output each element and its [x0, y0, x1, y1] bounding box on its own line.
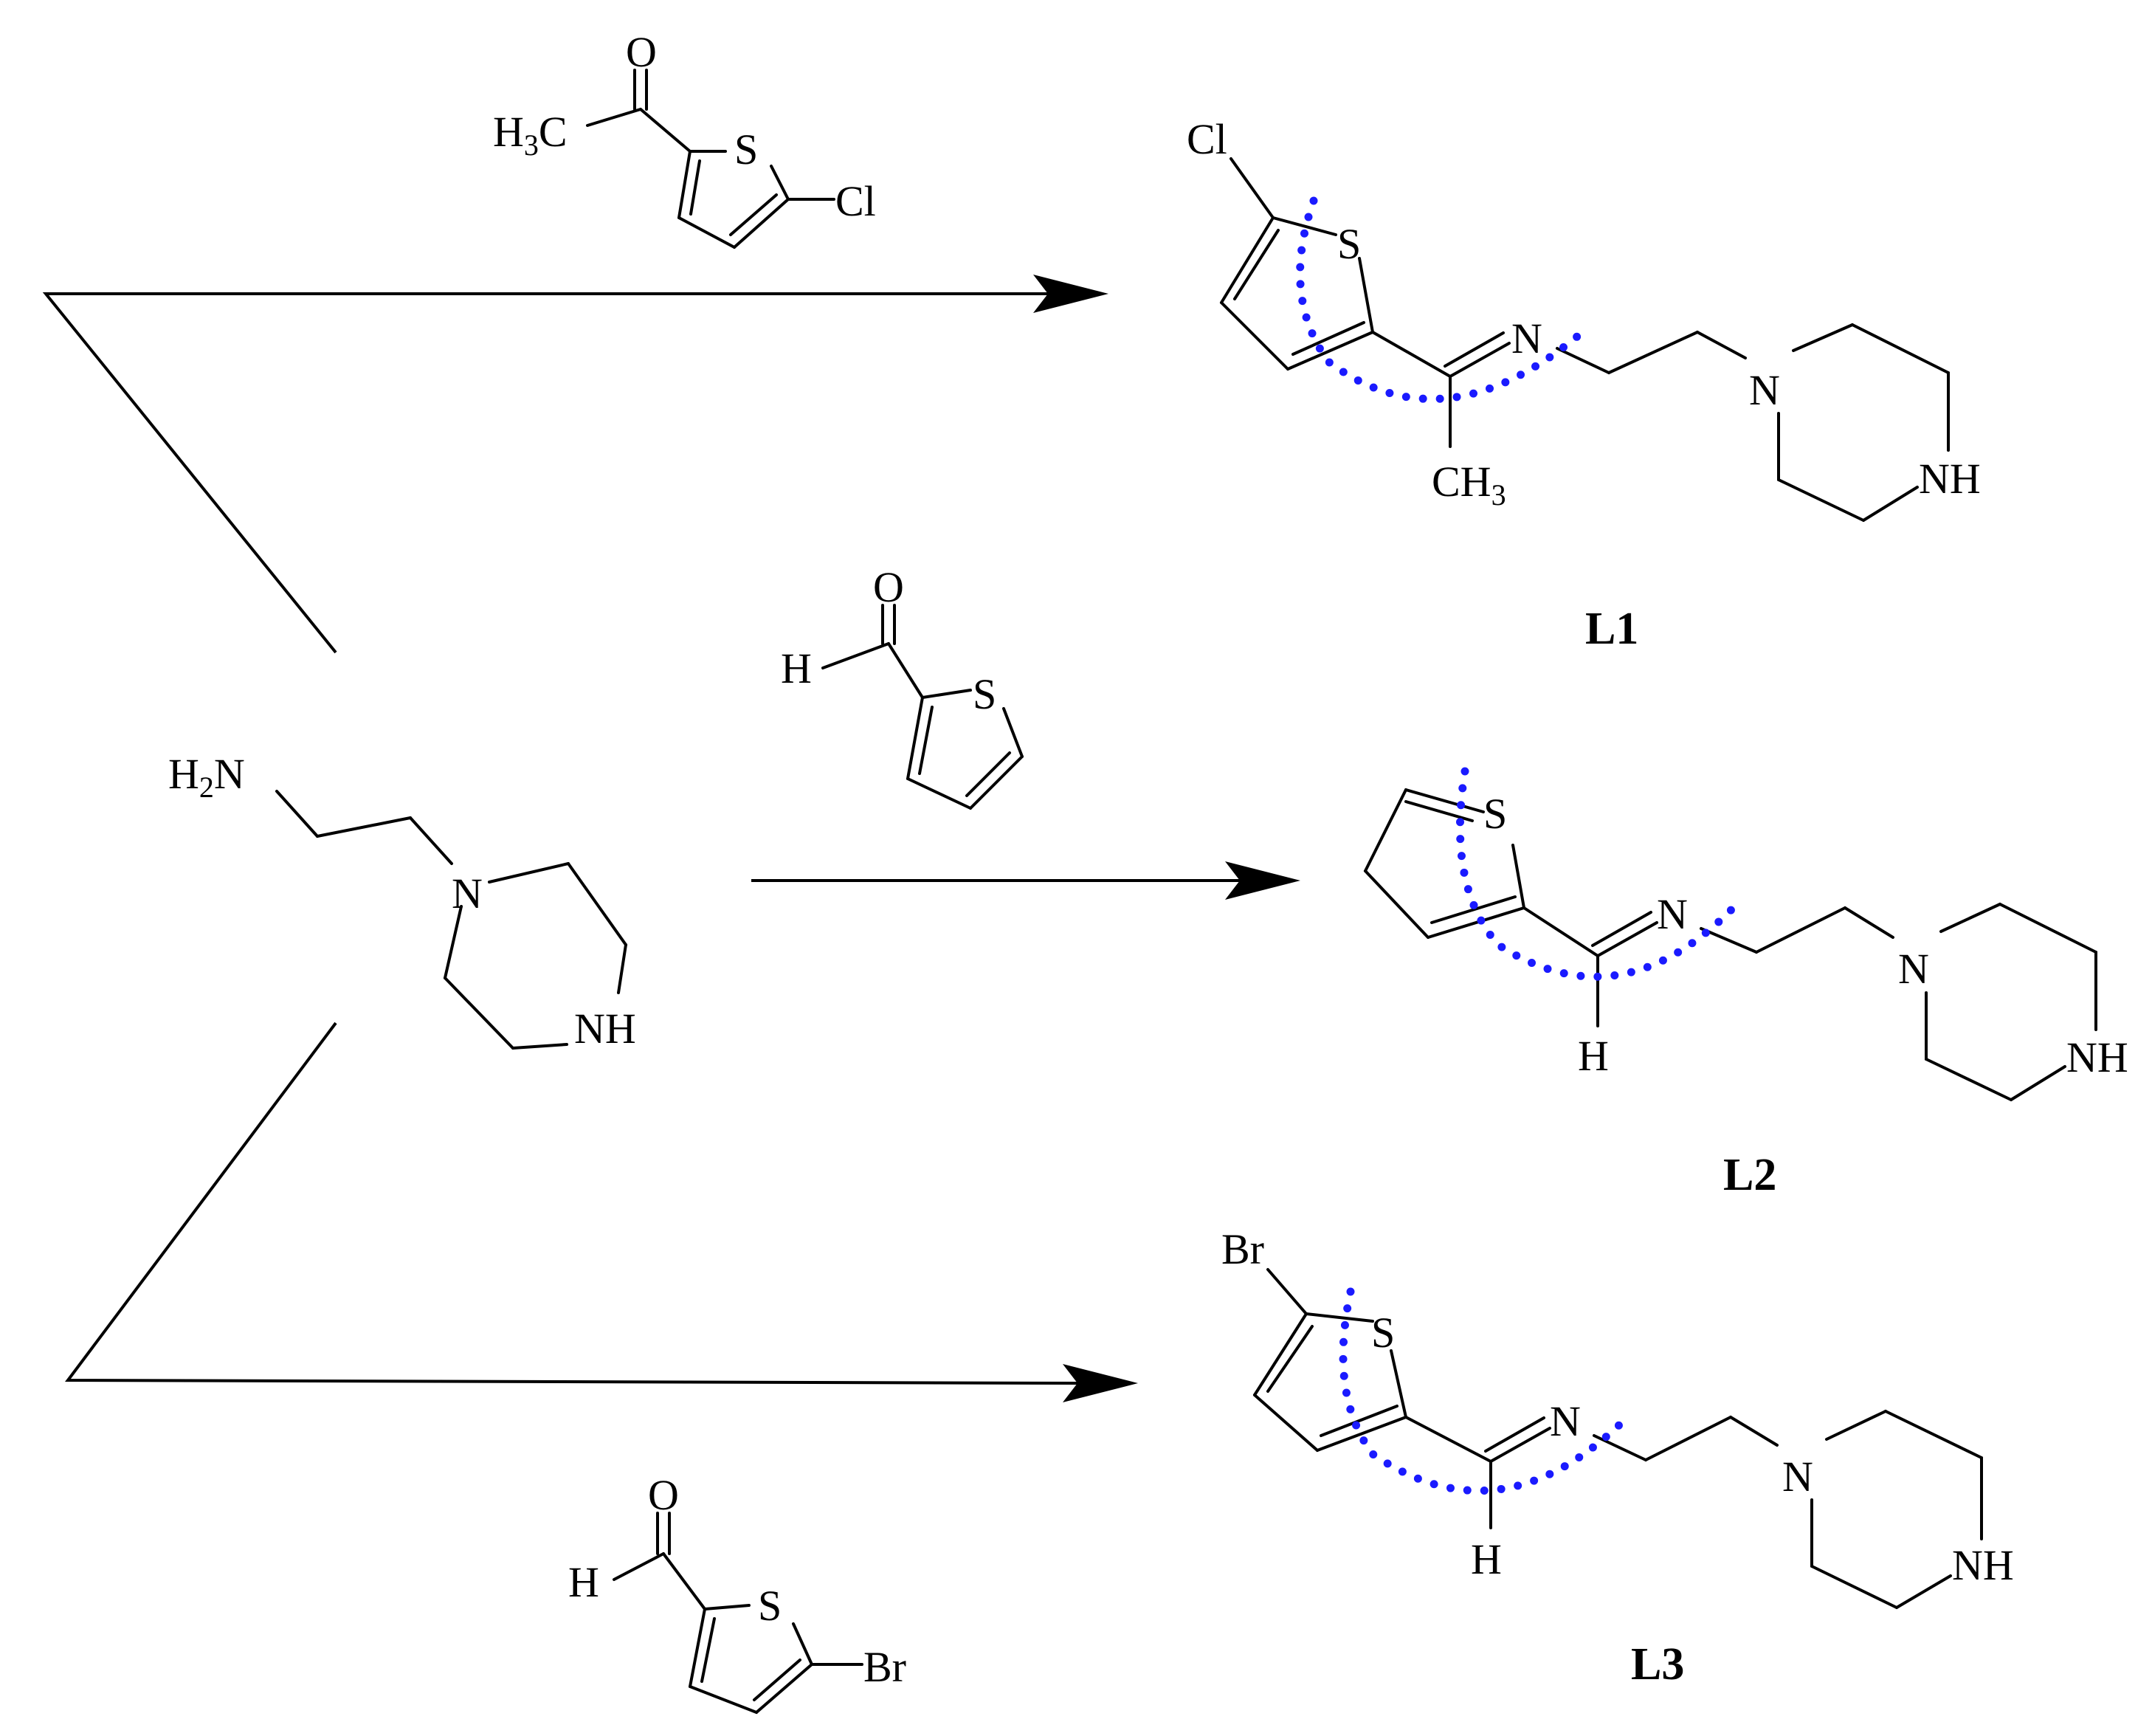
- reaction-arrows: [42, 275, 1300, 1402]
- amine-nh: NH: [574, 1005, 636, 1053]
- arrow-to-L1: [42, 275, 1108, 654]
- reagent3-bromine: Br: [863, 1643, 906, 1691]
- L2-label: L2: [1723, 1150, 1776, 1200]
- product-L3: Br S N H N NH L3: [1221, 1225, 2014, 1690]
- reagent1-chlorine: Cl: [835, 177, 876, 225]
- L1-ring-n: N: [1749, 366, 1780, 414]
- L2-hydrogen: H: [1578, 1032, 1609, 1080]
- L1-label: L1: [1585, 604, 1638, 654]
- L3-sulfur: S: [1371, 1309, 1395, 1357]
- reagent2-hydrogen: H: [781, 644, 812, 692]
- reagent-acetyl-chlorothiophene: O H3C S Cl: [493, 28, 876, 249]
- arrow-to-L3: [65, 1022, 1138, 1402]
- L1-chlorine: Cl: [1187, 115, 1227, 163]
- L2-sulfur: S: [1483, 790, 1507, 838]
- L1-imine-n: N: [1511, 314, 1542, 362]
- L3-hydrogen: H: [1471, 1535, 1502, 1583]
- reagent3-oxygen: O: [648, 1471, 679, 1519]
- amine-ring-n: N: [452, 869, 483, 917]
- product-L2: S N H N NH L2: [1364, 767, 2128, 1200]
- L2-imine-n: N: [1657, 890, 1688, 938]
- L3-label: L3: [1631, 1639, 1684, 1690]
- L3-nh: NH: [1952, 1541, 2014, 1589]
- L2-ring-n: N: [1898, 945, 1929, 993]
- starting-amine: H2N N NH: [168, 750, 636, 1053]
- L1-methyl: CH3: [1432, 458, 1506, 512]
- reagent1-methyl: H3C: [493, 108, 568, 162]
- L3-imine-n: N: [1550, 1397, 1581, 1445]
- reagent1-sulfur: S: [734, 125, 758, 173]
- L2-nh: NH: [2066, 1033, 2128, 1081]
- reagent1-oxygen: O: [626, 28, 657, 76]
- amine-h2n-label: H2N: [168, 750, 245, 804]
- reagent-bromothiophene-carbaldehyde: O H S Br: [568, 1471, 906, 1714]
- reagent-thiophene-carbaldehyde: O H S: [781, 563, 1024, 810]
- L1-sulfur: S: [1337, 220, 1361, 268]
- arrow-to-L2: [751, 861, 1300, 900]
- L3-ring-n: N: [1782, 1453, 1813, 1501]
- reagent2-oxygen: O: [873, 563, 904, 611]
- L3-bromine: Br: [1221, 1225, 1264, 1273]
- reagent3-sulfur: S: [758, 1582, 782, 1630]
- product-L1: Cl S N CH3 N NH L1: [1187, 115, 1981, 654]
- L1-nh: NH: [1919, 455, 1981, 503]
- reagent2-sulfur: S: [973, 670, 996, 718]
- reagent3-hydrogen: H: [568, 1558, 599, 1606]
